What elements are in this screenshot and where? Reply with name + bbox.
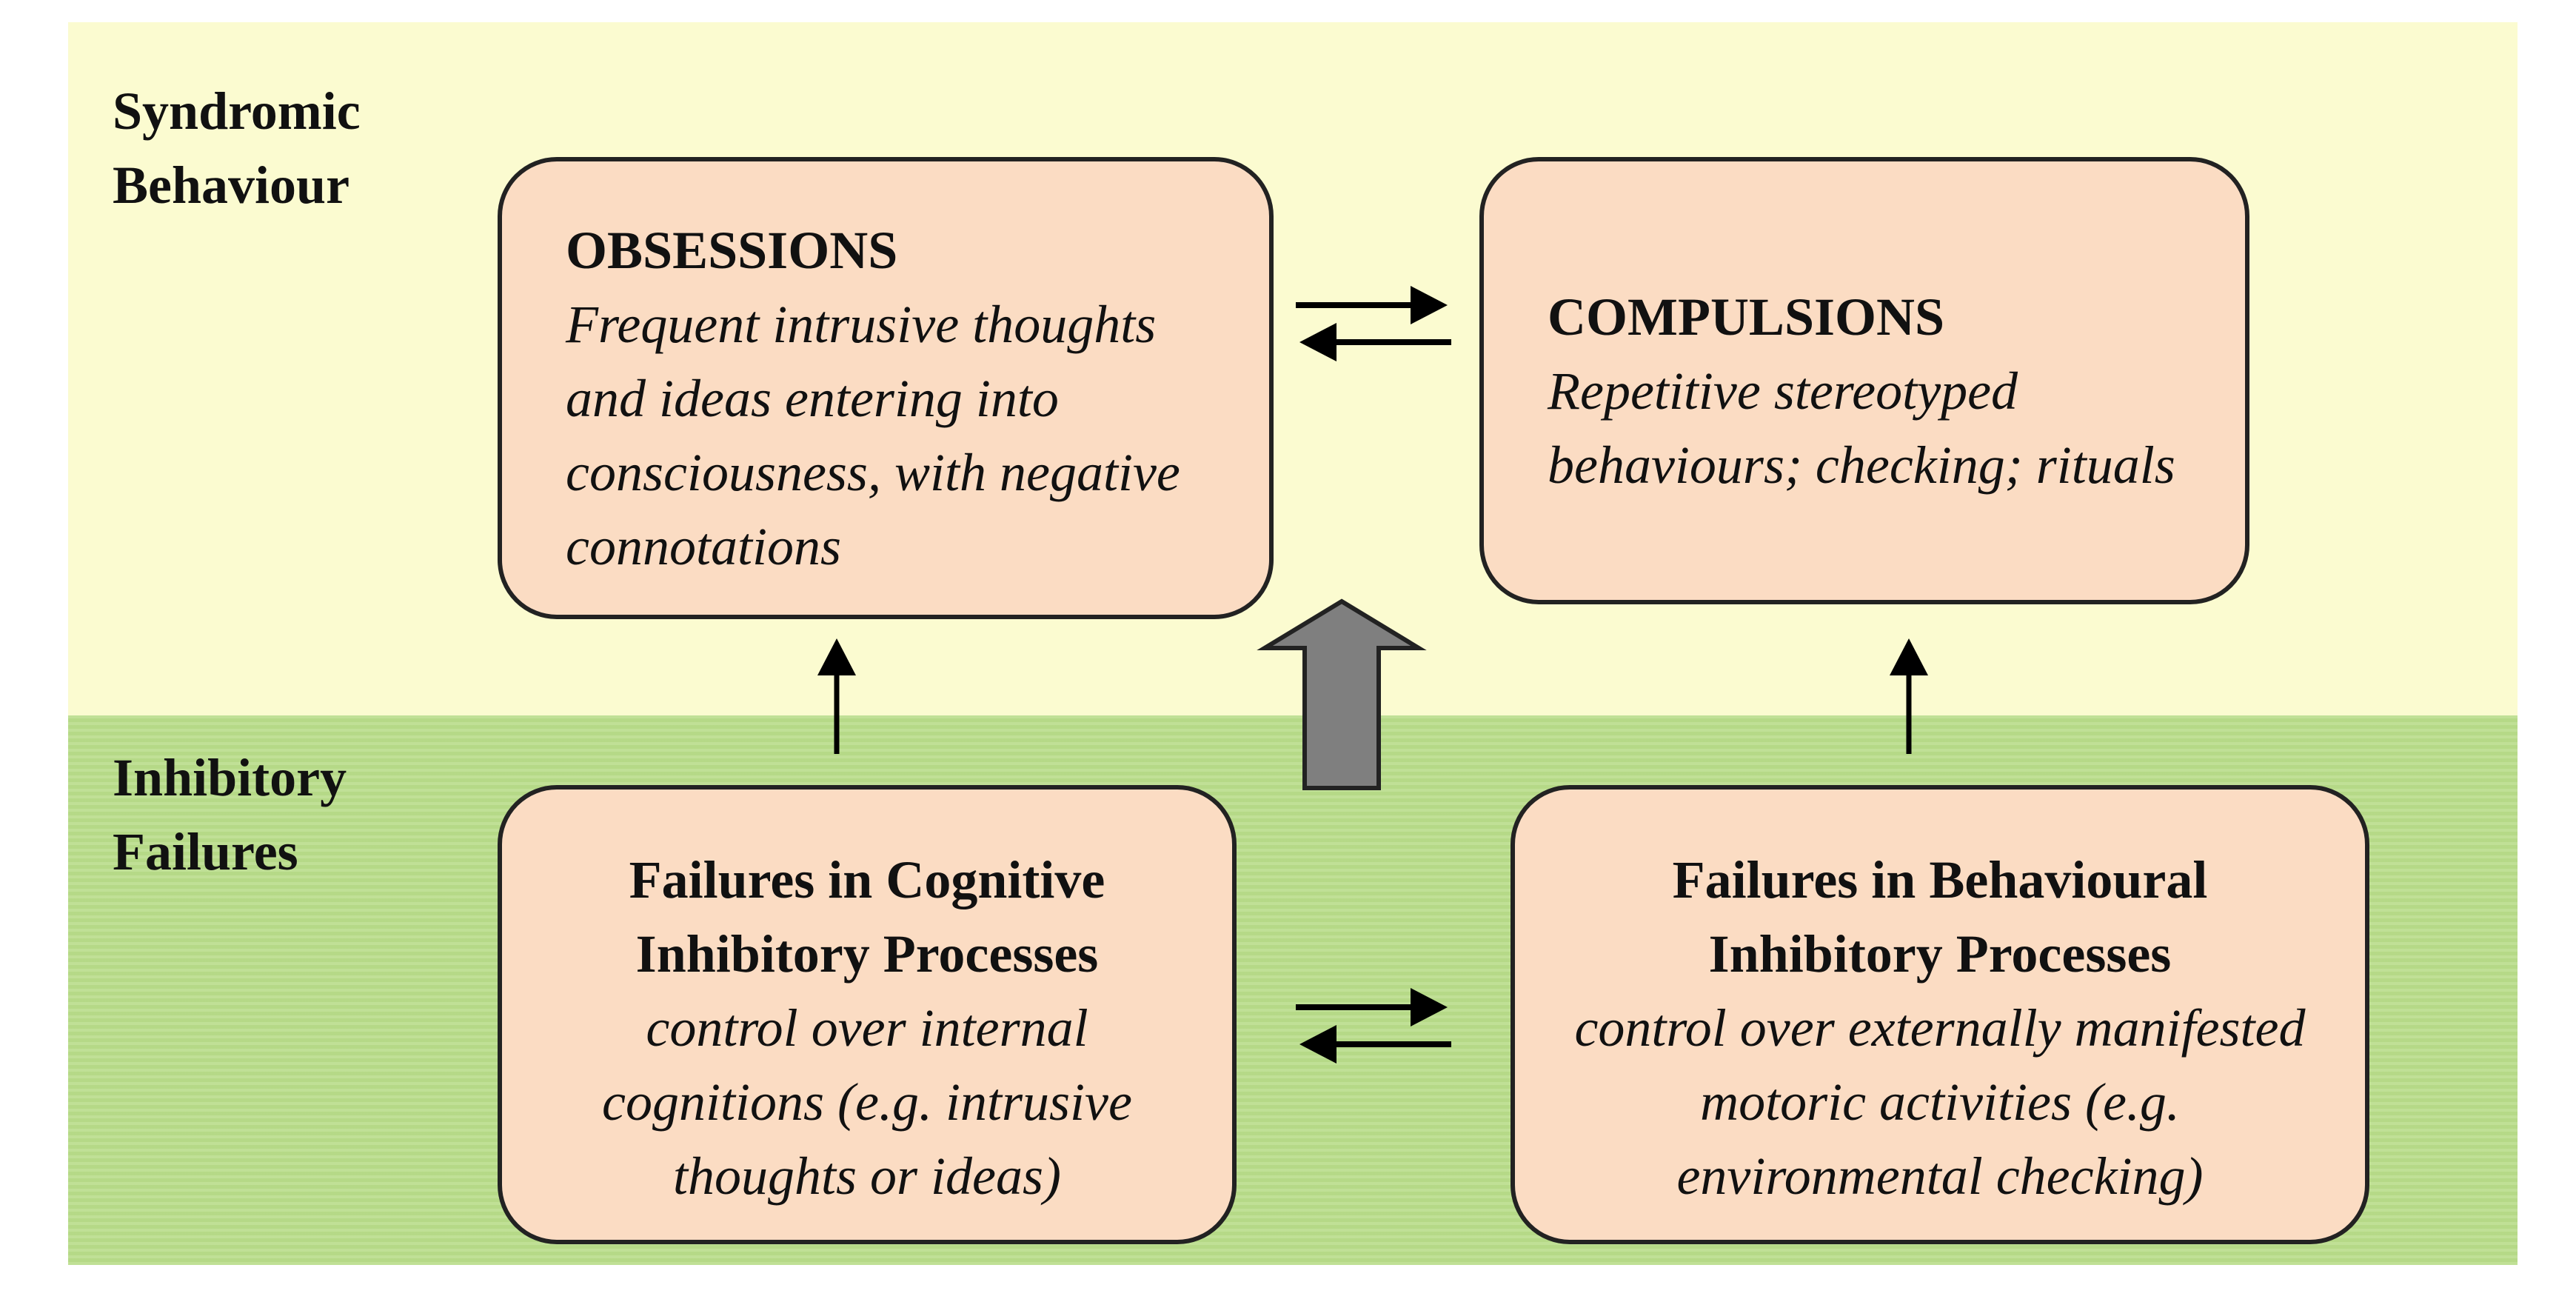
- compulsions-desc-line: Repetitive stereotyped: [1548, 361, 2018, 421]
- inhibitory-label-line: Failures: [113, 822, 298, 881]
- bidirectional-arrow-icon: [1296, 286, 1451, 361]
- inhibitory-label-line: Inhibitory: [113, 748, 347, 807]
- syndromic-label-line: Syndromic: [113, 81, 361, 141]
- behavioural-desc-line: environmental checking): [1676, 1146, 2204, 1206]
- cognitive-description: control over internal cognitions (e.g. i…: [502, 991, 1232, 1213]
- obsessions-desc-line: and ideas entering into: [566, 369, 1059, 428]
- obsessions-desc-line: connotations: [566, 517, 841, 576]
- behavioural-description: control over externally manifested motor…: [1515, 991, 2365, 1213]
- big-up-arrow-icon: [1257, 598, 1427, 790]
- cognitive-desc-line: cognitions (e.g. intrusive: [602, 1072, 1132, 1132]
- inhibitory-failures-label: Inhibitory Failures: [113, 741, 347, 889]
- up-arrow-icon: [817, 638, 856, 754]
- obsessions-desc-line: Frequent intrusive thoughts: [566, 295, 1157, 354]
- cognitive-title-line: Failures in Cognitive: [629, 850, 1105, 909]
- compulsions-description: Repetitive stereotyped behaviours; check…: [1548, 354, 2245, 502]
- behavioural-title-line: Failures in Behavioural: [1672, 850, 2208, 909]
- behavioural-title: Failures in Behavioural Inhibitory Proce…: [1515, 843, 2365, 991]
- obsessions-box: OBSESSIONS Frequent intrusive thoughts a…: [498, 157, 1274, 619]
- obsessions-desc-line: consciousness, with negative: [566, 443, 1180, 502]
- cognitive-inhibition-box: Failures in Cognitive Inhibitory Process…: [498, 785, 1237, 1244]
- behavioural-desc-line: motoric activities (e.g.: [1700, 1072, 2180, 1132]
- cognitive-title-line: Inhibitory Processes: [635, 924, 1099, 984]
- obsessions-title: OBSESSIONS: [566, 221, 898, 280]
- cognitive-desc-line: thoughts or ideas): [672, 1146, 1061, 1206]
- syndromic-label-line: Behaviour: [113, 156, 350, 215]
- behavioural-title-line: Inhibitory Processes: [1708, 924, 2172, 984]
- compulsions-box: COMPULSIONS Repetitive stereotyped behav…: [1479, 157, 2249, 604]
- obsessions-description: Frequent intrusive thoughts and ideas en…: [566, 287, 1269, 584]
- up-arrow-icon: [1890, 638, 1928, 754]
- bidirectional-arrow-icon: [1296, 988, 1451, 1064]
- compulsions-title: COMPULSIONS: [1548, 287, 1945, 347]
- cognitive-desc-line: control over internal: [646, 998, 1088, 1058]
- compulsions-desc-line: behaviours; checking; rituals: [1548, 435, 2175, 495]
- behavioural-desc-line: control over externally manifested: [1574, 998, 2306, 1058]
- behavioural-inhibition-box: Failures in Behavioural Inhibitory Proce…: [1511, 785, 2369, 1244]
- cognitive-title: Failures in Cognitive Inhibitory Process…: [502, 843, 1232, 991]
- syndromic-behaviour-label: Syndromic Behaviour: [113, 74, 361, 222]
